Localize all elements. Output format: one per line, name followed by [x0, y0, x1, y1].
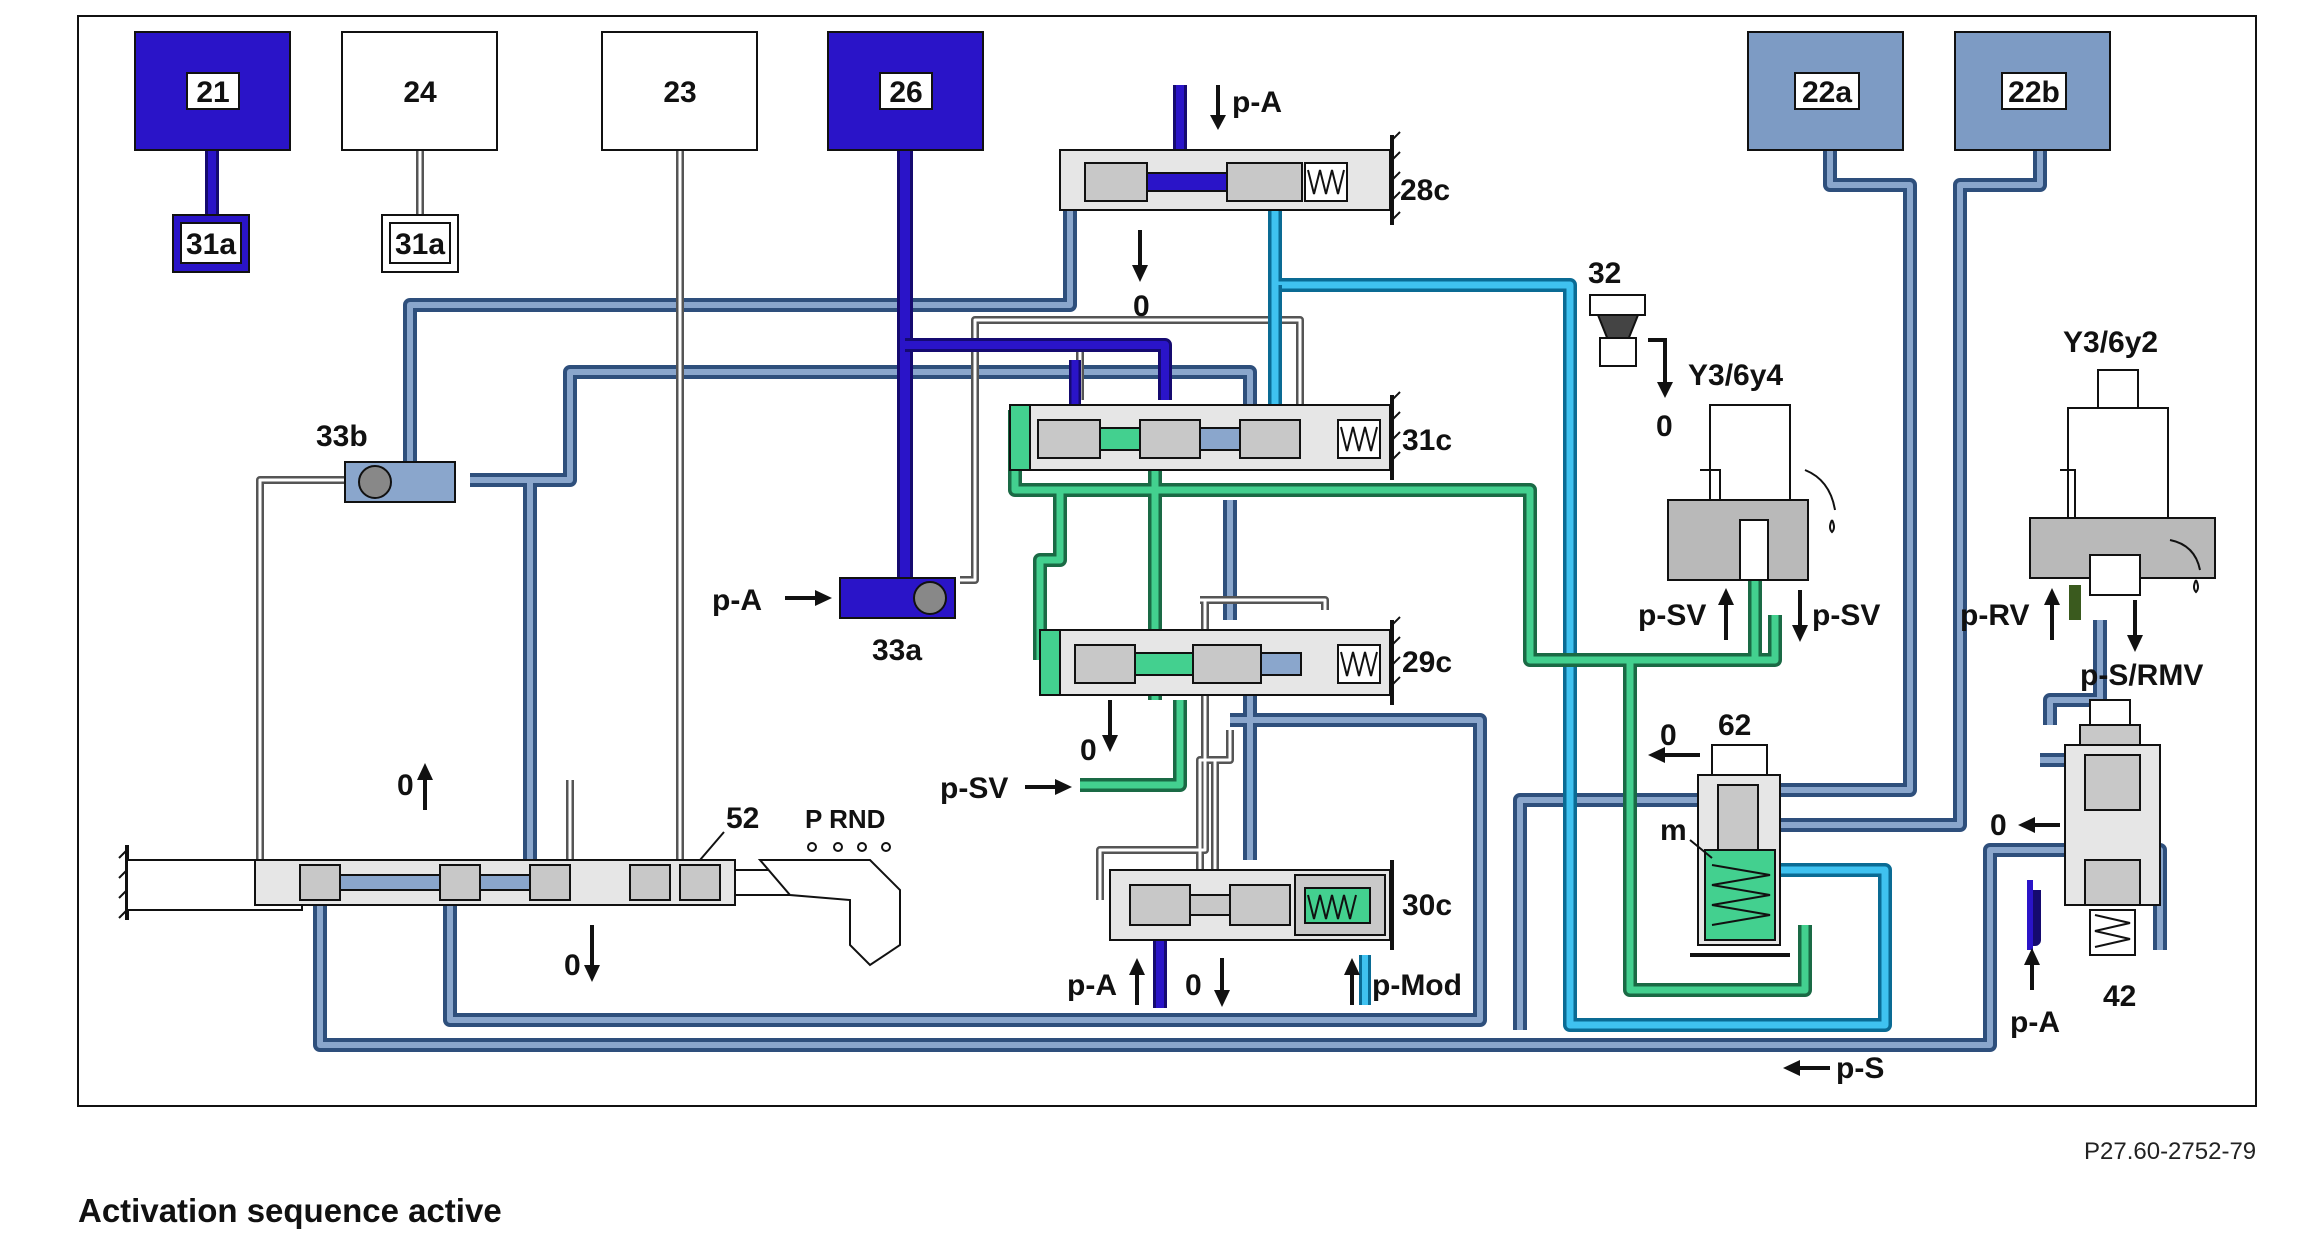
label-pA-42: p-A [2010, 1006, 2060, 1039]
label-52-zero-up: 0 [397, 769, 414, 802]
box-22a-label: 22a [1802, 76, 1852, 109]
valve-30c: 30c p-A 0 p-Mod [1067, 860, 1462, 1007]
box-21-label: 21 [196, 76, 229, 109]
label-pA-33a: p-A [712, 584, 762, 617]
label-52: 52 [726, 802, 759, 835]
box-31a-plain-label: 31a [395, 228, 445, 261]
valve-28c: 28c p-A 0 [1059, 85, 1450, 323]
caption: Activation sequence active [78, 1192, 502, 1229]
label-29c: 29c [1402, 646, 1452, 679]
label-42-zero: 0 [1990, 809, 2007, 842]
component-32: 32 0 [1588, 257, 1673, 443]
label-pRV: p-RV [1960, 599, 2029, 632]
box-31a-active-label: 31a [186, 228, 236, 261]
label-30c-zero: 0 [1185, 969, 1202, 1002]
valve-29c: 29c 0 p-SV [940, 616, 1452, 805]
gray-lines-fill [258, 150, 1327, 900]
reference-code: P27.60-2752-79 [2084, 1138, 2257, 1165]
label-m: m [1660, 814, 1687, 847]
label-62-zero: 0 [1660, 719, 1677, 752]
label-31c: 31c [1402, 424, 1452, 457]
selector-valve-52: 52 P RND 0 0 [118, 763, 901, 982]
valve-62: 0 62 m [1648, 709, 1790, 957]
valve-31c: 31c [1009, 391, 1452, 480]
check-valve-33a: p-A 33a [712, 577, 956, 667]
label-pMod: p-Mod [1372, 969, 1462, 1002]
solenoid-y3-6y4: Y3/6y4 p-SV p-SV [1638, 359, 1880, 642]
box-24-label: 24 [403, 76, 437, 109]
valve-42: 0 p-A 42 [1990, 699, 2161, 1039]
box-26-label: 26 [889, 76, 922, 109]
box-22a [1747, 31, 1904, 151]
box-23-label: 23 [663, 76, 696, 109]
box-22b-label: 22b [2008, 76, 2060, 109]
label-pSV-left: p-SV [1638, 599, 1706, 632]
label-42: 42 [2103, 980, 2136, 1013]
label-62: 62 [1718, 709, 1751, 742]
label-pA-30c: p-A [1067, 969, 1117, 1002]
pS-indicator: p-S [1783, 1052, 1884, 1085]
label-pS: p-S [1836, 1052, 1884, 1085]
label-33b: 33b [316, 420, 368, 453]
label-28c-zero: 0 [1133, 290, 1150, 323]
top-boxes: 21 24 23 26 22a 22b 31a 31a [134, 31, 2111, 273]
box-24 [341, 31, 498, 151]
label-32-zero: 0 [1656, 410, 1673, 443]
label-prnd: P RND [805, 804, 885, 834]
solenoid-y3-6y2: Y3/6y2 p-RV p-S/RMV [1960, 326, 2216, 692]
label-pS-RMV: p-S/RMV [2080, 659, 2203, 692]
label-y3-6y4: Y3/6y4 [1688, 359, 1783, 392]
check-valve-33b: 33b [316, 420, 456, 503]
label-33a: 33a [872, 634, 922, 667]
label-29c-zero: 0 [1080, 734, 1097, 767]
label-y3-6y2: Y3/6y2 [2063, 326, 2158, 359]
active-blue-lines [205, 85, 2041, 1008]
label-30c: 30c [1402, 889, 1452, 922]
label-52-zero-down: 0 [564, 949, 581, 982]
label-28c: 28c [1400, 174, 1450, 207]
label-32: 32 [1588, 257, 1621, 290]
label-pSV-right: p-SV [1812, 599, 1880, 632]
label-pSV-29c: p-SV [940, 772, 1008, 805]
box-23 [601, 31, 758, 151]
green-lines [1008, 410, 1812, 997]
steel-lines-fill [317, 140, 2163, 1048]
label-pA-top: p-A [1232, 86, 1282, 119]
